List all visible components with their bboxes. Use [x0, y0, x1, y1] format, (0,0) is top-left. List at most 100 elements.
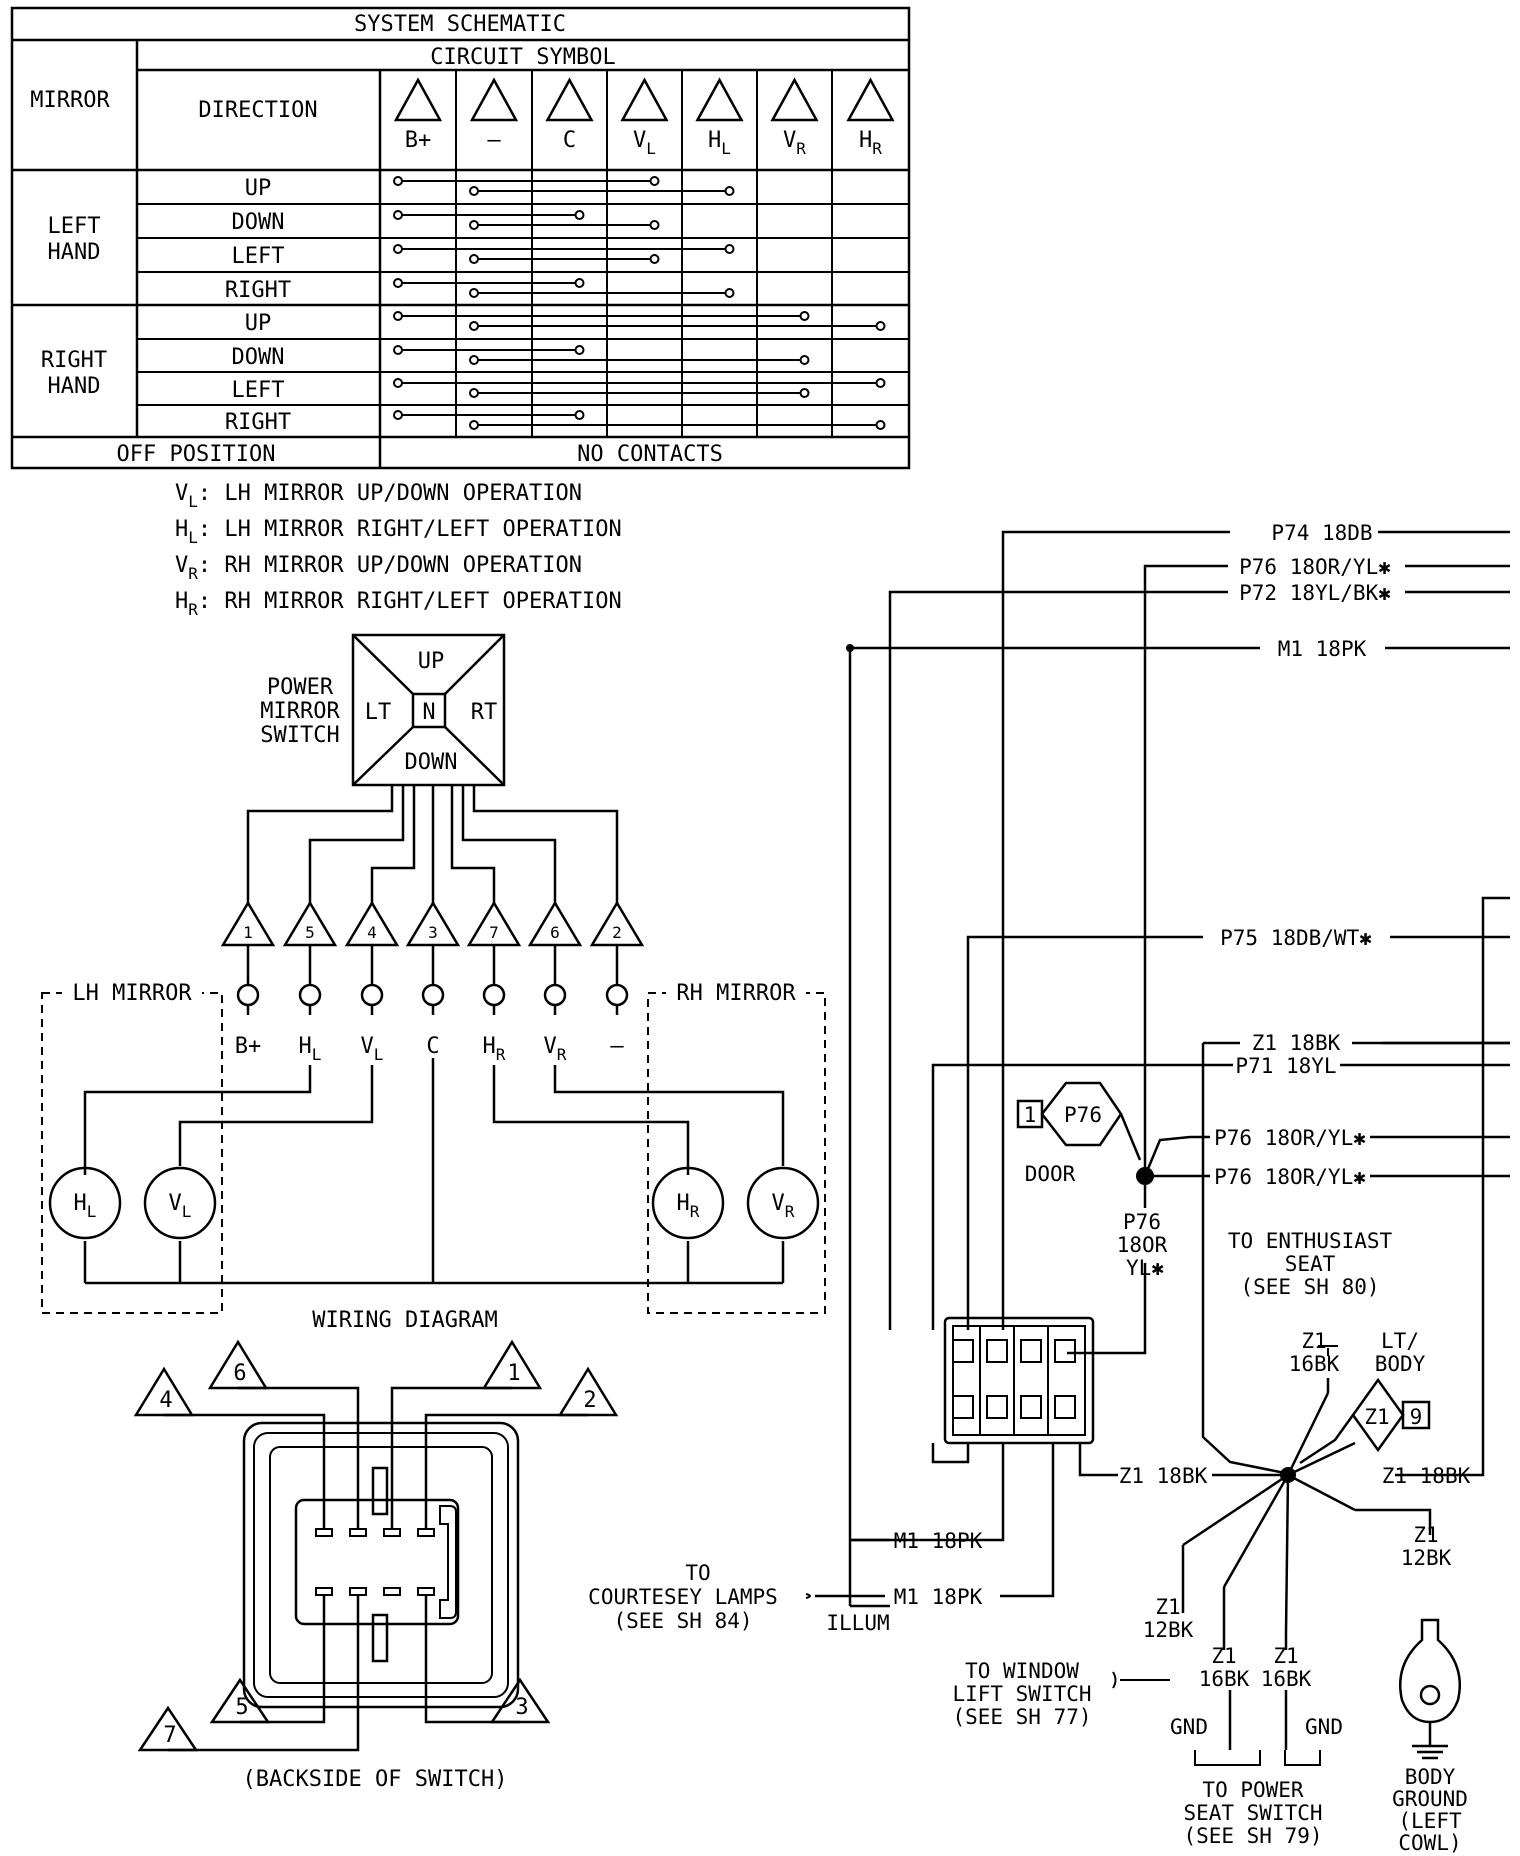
wire-p76-vert-1: P76: [1123, 1210, 1161, 1234]
terminal-number: 7: [489, 923, 499, 942]
direction-label: UP: [245, 311, 272, 336]
legend-item: VR: RH MIRROR UP/DOWN OPERATION: [175, 553, 582, 583]
right-hand-label-1: RIGHT: [41, 348, 107, 373]
connection-rows: [393, 176, 886, 430]
circuit-symbol-label: B+: [405, 128, 432, 153]
gnd-b: GND: [1305, 1715, 1343, 1739]
contact-dot: [393, 278, 403, 288]
contact-dot: [393, 244, 403, 254]
switch-label-3: SWITCH: [260, 723, 339, 748]
direction-label: DOWN: [232, 345, 285, 370]
contact-dot: [469, 355, 479, 365]
window-2: LIFT SWITCH: [952, 1682, 1091, 1706]
z1-16bk-a-1: Z1: [1211, 1644, 1236, 1668]
power-seat-3: (SEE SH 79): [1183, 1824, 1322, 1848]
circuit-symbol-header: CIRCUIT SYMBOL: [430, 45, 615, 70]
illum-label: ILLUM: [826, 1611, 889, 1635]
neutral-box: [411, 692, 447, 729]
legend-item: VL: LH MIRROR UP/DOWN OPERATION: [175, 481, 582, 511]
contact-dot: [574, 345, 585, 355]
terminal-label: HR: [483, 1034, 506, 1064]
lh-horizontal-motor: [48, 1166, 122, 1240]
power-seat-1: TO POWER: [1202, 1778, 1304, 1802]
door-wiring: P74 18DB P76 18OR/YL✱ P72 18YL/BK✱ M1 18…: [588, 521, 1510, 1855]
rh-mirror-box: [647, 992, 826, 1314]
switch-n: N: [422, 700, 435, 725]
contact-dot: [393, 410, 403, 420]
backside-caption: (BACKSIDE OF SWITCH): [243, 1767, 508, 1792]
wire-p75: P75 18DB/WT✱: [1220, 926, 1372, 950]
contact-dot: [875, 378, 886, 388]
contact-dot: [724, 186, 735, 196]
backside-pin-triangle: [209, 1677, 271, 1724]
terminal-label: B+: [235, 1034, 262, 1059]
wiring-diagram-label: WIRING DIAGRAM: [312, 1308, 497, 1333]
rh-vertical-motor: [746, 1166, 820, 1240]
backside-pin-triangle: [557, 1366, 619, 1417]
direction-label: LEFT: [232, 244, 285, 269]
backside-pin-number: 4: [159, 1388, 172, 1413]
z1-connector-number: 9: [1410, 1405, 1423, 1429]
backside-pin-number: 6: [233, 1361, 246, 1386]
backside-pin-number: 3: [515, 1695, 528, 1720]
switch-up: UP: [418, 649, 445, 674]
terminal-number: 6: [550, 923, 560, 942]
door-pin-number: 1: [1024, 1103, 1037, 1127]
direction-header: DIRECTION: [198, 98, 317, 123]
switch-label-2: MIRROR: [260, 699, 340, 724]
lt-body-2: BODY: [1375, 1352, 1426, 1376]
door-connector-label: P76: [1064, 1103, 1102, 1127]
terminal-contact: [236, 983, 260, 1007]
lh-vertical-motor: [143, 1166, 217, 1240]
power-seat-2: SEAT SWITCH: [1183, 1801, 1322, 1825]
z1-12bk-left-1: Z1: [1155, 1595, 1180, 1619]
contact-dot: [469, 186, 479, 196]
terminal-number: 5: [305, 923, 315, 942]
terminal-contact: [360, 983, 384, 1007]
wire-p74: P74 18DB: [1271, 521, 1372, 545]
z1-16bk-a-2: 16BK: [1199, 1667, 1250, 1691]
terminal-number: 3: [428, 923, 438, 942]
contact-dot: [649, 176, 660, 186]
terminal-label: C: [426, 1034, 439, 1059]
circuit-triangle-symbol: [620, 77, 669, 122]
wire-m1-bottom-b: M1 18PK: [894, 1585, 983, 1609]
contact-dot: [393, 176, 403, 186]
terminal-label: HL: [299, 1034, 322, 1064]
switch-label-1: POWER: [267, 675, 334, 700]
terminal-label: VL: [361, 1034, 384, 1064]
window-1: TO WINDOW: [965, 1659, 1079, 1683]
splice-p76: [1136, 1167, 1154, 1185]
contact-dot: [574, 410, 585, 420]
circuit-triangle-symbol: [695, 77, 744, 122]
door-connector: [943, 1316, 1095, 1445]
wire-p76-vert-2: 18OR: [1117, 1233, 1168, 1257]
mirror-header: MIRROR: [30, 88, 110, 113]
contact-dot: [649, 254, 660, 264]
contact-dot: [393, 311, 403, 321]
right-hand-label-2: HAND: [48, 374, 101, 399]
terminal-number: 4: [367, 923, 377, 942]
terminal-number: 1: [243, 923, 253, 942]
lh-mirror-box: [41, 992, 223, 1314]
backside-pin-number: 7: [163, 1723, 176, 1748]
direction-label: RIGHT: [225, 410, 291, 435]
contact-dot: [799, 355, 810, 365]
left-hand-label-2: HAND: [48, 240, 101, 265]
motor-label: HL: [74, 1191, 97, 1221]
contact-dot: [469, 254, 479, 264]
z1-connector-label: Z1: [1364, 1405, 1389, 1429]
power-mirror-switch: POWER MIRROR SWITCH UP DOWN LT RT N 1B+5…: [220, 633, 645, 1064]
terminal-contact: [482, 983, 506, 1007]
circuit-triangle-symbol: [469, 77, 519, 122]
circuit-symbol-label: VL: [633, 128, 656, 158]
contact-dot: [393, 345, 403, 355]
wire-p76-a: P76 18OR/YL✱: [1214, 1126, 1366, 1150]
backside-pin-triangle: [133, 1366, 195, 1417]
z1-16bk-top-2: 16BK: [1289, 1352, 1340, 1376]
body-ground-1: BODY: [1405, 1765, 1456, 1789]
